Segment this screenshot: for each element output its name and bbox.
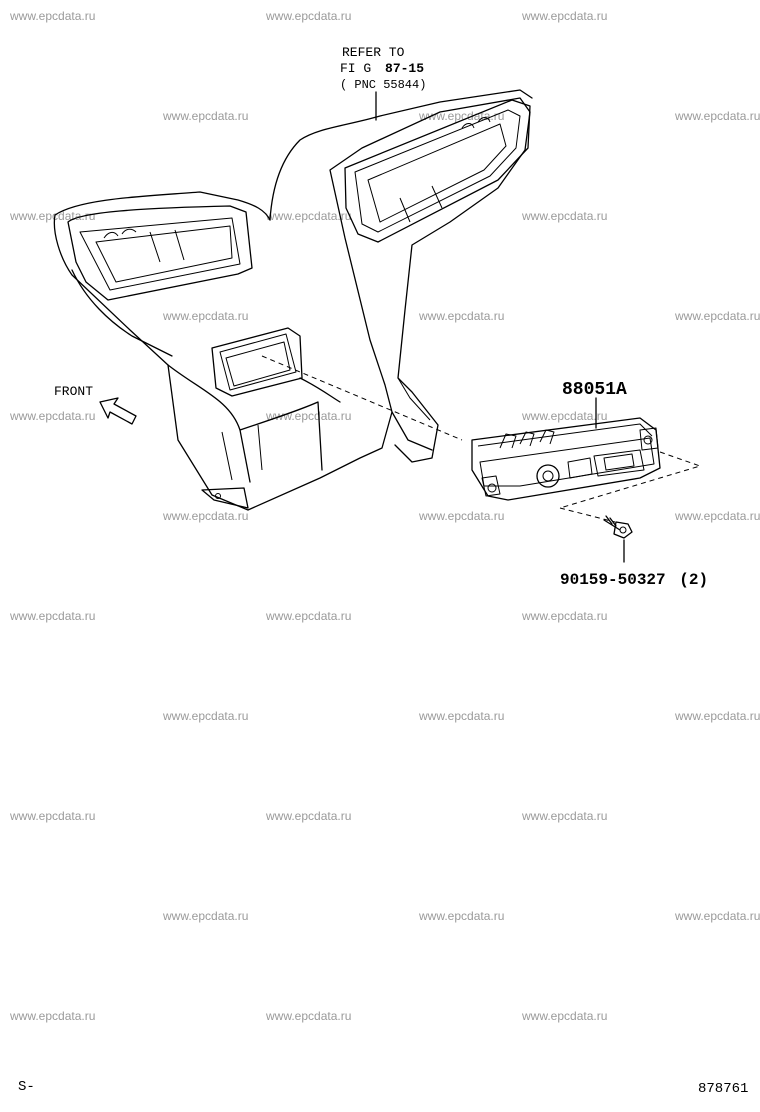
watermark-text: www.epcdata.ru: [674, 509, 760, 523]
part-number-88051a: 88051A: [562, 380, 627, 400]
watermark-text: www.epcdata.ru: [265, 9, 351, 23]
watermark-text: www.epcdata.ru: [418, 509, 504, 523]
watermark-text: www.epcdata.ru: [9, 809, 95, 823]
watermark-text: www.epcdata.ru: [674, 109, 760, 123]
watermark-text: www.epcdata.ru: [265, 209, 351, 223]
watermark-text: www.epcdata.ru: [162, 709, 248, 723]
refer-pnc-label: ( PNC 55844): [340, 78, 426, 92]
part-screw-qty: (2): [679, 571, 708, 589]
figure-number: 878761: [698, 1081, 748, 1097]
watermark-text: www.epcdata.ru: [674, 309, 760, 323]
watermark-text: www.epcdata.ru: [9, 609, 95, 623]
watermark-text: www.epcdata.ru: [9, 1009, 95, 1023]
watermark-text: www.epcdata.ru: [521, 609, 607, 623]
alignment-lines: [261, 355, 702, 523]
watermark-text: www.epcdata.ru: [674, 709, 760, 723]
watermark-text: www.epcdata.ru: [162, 909, 248, 923]
watermark-text: www.epcdata.ru: [521, 1009, 607, 1023]
screw-drawing: [603, 515, 633, 563]
front-label: FRONT: [54, 384, 93, 399]
label-layer: REFER TO FI G 87-15 ( PNC 55844) FRONT 8…: [18, 45, 748, 1097]
watermark-text: www.epcdata.ru: [521, 809, 607, 823]
watermark-text: www.epcdata.ru: [162, 309, 248, 323]
refer-fig-prefix: FI G 87-15: [340, 61, 424, 76]
part-number-screw-text: 90159-50327: [560, 571, 666, 589]
watermark-text: www.epcdata.ru: [521, 209, 607, 223]
watermark-text: www.epcdata.ru: [162, 509, 248, 523]
watermark-text: www.epcdata.ru: [265, 609, 351, 623]
watermark-text: www.epcdata.ru: [674, 909, 760, 923]
watermark-text: www.epcdata.ru: [521, 409, 607, 423]
watermark-text: www.epcdata.ru: [265, 409, 351, 423]
corner-code-left: S-: [18, 1079, 35, 1095]
watermark-text: www.epcdata.ru: [9, 9, 95, 23]
watermark-layer: www.epcdata.ru www.epcdata.ru www.epcdata.…: [9, 9, 760, 1023]
refer-fig-prefix-text: FI G: [340, 61, 371, 76]
watermark-text: www.epcdata.ru: [418, 909, 504, 923]
watermark-text: www.epcdata.ru: [162, 109, 248, 123]
watermark-text: www.epcdata.ru: [9, 409, 95, 423]
watermark-text: www.epcdata.ru: [265, 809, 351, 823]
watermark-text: www.epcdata.ru: [418, 309, 504, 323]
duct-assembly-drawing: [53, 89, 533, 511]
watermark-text: www.epcdata.ru: [265, 1009, 351, 1023]
refer-fig-number: 87-15: [385, 61, 424, 76]
watermark-text: www.epcdata.ru: [418, 709, 504, 723]
part-number-screw: 90159-50327 (2): [560, 571, 708, 589]
watermark-text: www.epcdata.ru: [521, 9, 607, 23]
refer-to-label: REFER TO: [342, 45, 405, 60]
front-arrow-icon: [99, 397, 137, 425]
control-unit-drawing: [471, 397, 661, 501]
